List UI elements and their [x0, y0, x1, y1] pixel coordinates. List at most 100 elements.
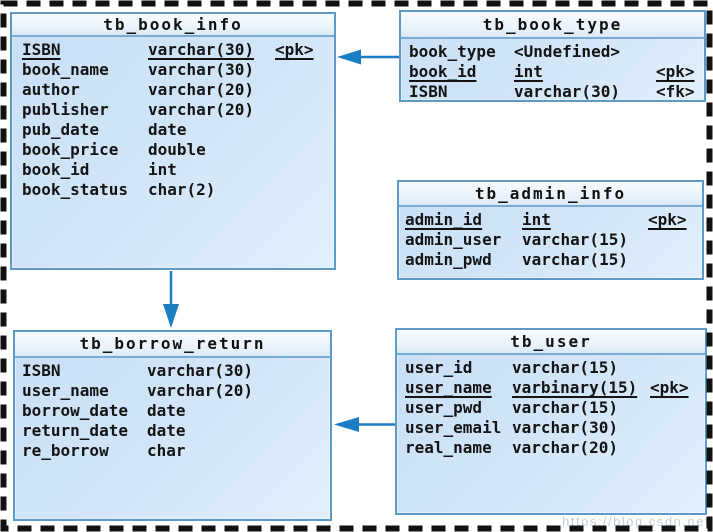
field-type: varchar(20)	[148, 100, 254, 119]
field-key	[275, 140, 334, 160]
field-name: author	[22, 80, 80, 99]
field-type: varchar(15)	[522, 230, 628, 249]
field-type: varchar(30)	[147, 361, 253, 380]
field-key	[287, 381, 330, 401]
field-key	[287, 361, 330, 381]
table-row: book_id int <pk>	[409, 62, 704, 82]
table-row: book_status char(2)	[22, 180, 334, 200]
field-type: varchar(20)	[148, 80, 254, 99]
entity-title: tb_borrow_return	[15, 332, 330, 358]
field-type: varchar(15)	[512, 358, 618, 377]
field-key	[287, 441, 330, 461]
table-row: user_id varchar(15)	[405, 358, 705, 378]
field-name: user_email	[405, 418, 502, 437]
field-name: publisher	[22, 100, 109, 119]
field-key	[275, 180, 334, 200]
field-name: ISBN	[409, 82, 448, 101]
table-row: publisher varchar(20)	[22, 100, 334, 120]
relation-arrow-bookinfo-to-borrowreturn	[163, 271, 179, 328]
table-row: user_name varchar(20)	[22, 381, 330, 401]
entity-columns: user_id varchar(15) user_name varbinary(15)…	[397, 355, 705, 458]
field-type: varchar(30)	[148, 60, 254, 79]
table-row: user_email varchar(30)	[405, 418, 705, 438]
field-key: <pk>	[648, 210, 687, 229]
field-name: user_name	[405, 378, 492, 397]
field-key: <fk>	[656, 82, 695, 101]
field-key	[275, 80, 334, 100]
field-key	[275, 60, 334, 80]
field-key	[650, 438, 705, 458]
field-type: double	[148, 140, 206, 159]
table-row: ISBN varchar(30) <fk>	[409, 82, 704, 102]
field-type: char	[147, 441, 186, 460]
table-row: ISBN varchar(30)	[22, 361, 330, 381]
entity-title: tb_book_type	[401, 12, 704, 39]
field-type: varchar(20)	[147, 381, 253, 400]
field-name: book_id	[409, 62, 477, 81]
field-name: admin_user	[405, 230, 502, 249]
field-type: varchar(30)	[514, 82, 620, 101]
field-name: book_status	[22, 180, 128, 199]
field-name: user_id	[405, 358, 473, 377]
field-type: int	[148, 160, 177, 179]
field-key	[650, 358, 705, 378]
field-key	[648, 230, 702, 250]
field-name: book_type	[409, 42, 496, 61]
field-key	[648, 250, 702, 270]
field-name: book_price	[22, 140, 119, 159]
relation-arrow-user-to-borrowreturn	[334, 417, 395, 432]
table-row: book_price double	[22, 140, 334, 160]
field-type: varchar(15)	[512, 398, 618, 417]
field-key: <pk>	[656, 62, 695, 81]
field-name: return_date	[22, 421, 128, 440]
table-row: pub_date date	[22, 120, 334, 140]
field-type: date	[147, 401, 186, 420]
field-key	[650, 398, 705, 418]
field-key	[650, 418, 705, 438]
field-type: varchar(30)	[512, 418, 618, 437]
field-name: book_id	[22, 160, 90, 179]
field-type: date	[147, 421, 186, 440]
field-type: varbinary(15)	[512, 378, 638, 397]
field-name: admin_id	[405, 210, 483, 229]
field-key	[287, 401, 330, 421]
field-type: <Undefined>	[514, 42, 620, 61]
entity-tb-book-type[interactable]: tb_book_type book_type<Undefined>book_id…	[399, 10, 706, 102]
relation-arrow-booktype-to-bookinfo	[337, 49, 399, 65]
field-type: varchar(30)	[148, 40, 254, 59]
entity-title: tb_user	[397, 330, 705, 355]
entity-title: tb_admin_info	[399, 182, 702, 207]
field-name: re_borrow	[22, 441, 109, 460]
table-row: admin_user varchar(15)	[405, 230, 702, 250]
table-row: borrow_date date	[22, 401, 330, 421]
entity-tb-user[interactable]: tb_user user_id varchar(15) user_name varbi…	[395, 328, 707, 515]
table-row: book_id int	[22, 160, 334, 180]
table-row: user_pwd varchar(15)	[405, 398, 705, 418]
entity-title: tb_book_info	[12, 14, 334, 37]
field-name: ISBN	[22, 361, 61, 380]
table-row: re_borrow char	[22, 441, 330, 461]
field-key	[275, 120, 334, 140]
table-row: book_type <Undefined>	[409, 42, 704, 62]
field-type: char(2)	[148, 180, 216, 199]
field-name: user_pwd	[405, 398, 483, 417]
field-name: borrow_date	[22, 401, 128, 420]
field-type: int	[514, 62, 543, 81]
field-type: date	[148, 120, 187, 139]
field-name: user_name	[22, 381, 109, 400]
field-name: admin_pwd	[405, 250, 492, 269]
field-name: pub_date	[22, 120, 100, 139]
